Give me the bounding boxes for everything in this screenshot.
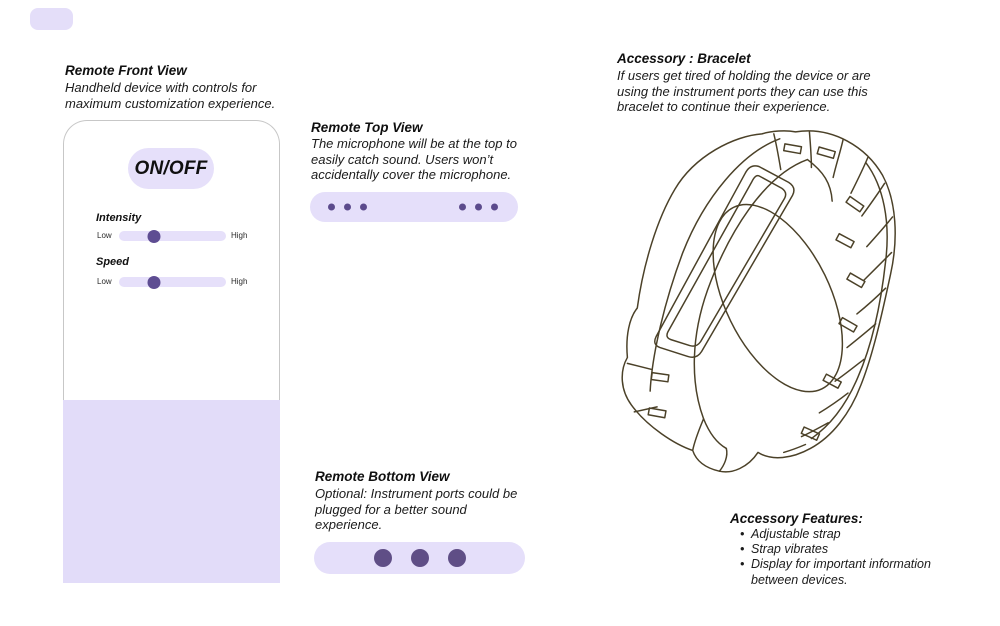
bottom-view-description: Optional: Instrument ports could be plug… [315,486,518,533]
list-item: • Strap vibrates [740,542,955,557]
bottom-view-title: Remote Bottom View [315,469,450,484]
bullet-icon: • [740,527,745,541]
clasp-rects [647,143,866,441]
intensity-max-label: High [231,231,248,240]
microphone-dot-group-right [459,203,498,211]
front-view-description: Handheld device with controls for maximu… [65,80,276,111]
front-view-title: Remote Front View [65,63,187,78]
dot [411,549,429,567]
dot [344,203,351,211]
dot [475,203,482,211]
bullet-icon: • [740,542,745,557]
dot [448,549,466,567]
instrument-port-group [374,549,466,567]
remote-top-view-illustration [310,192,518,222]
feature-text: Adjustable strap [751,527,841,541]
top-view-title: Remote Top View [311,120,423,135]
intensity-slider-thumb[interactable] [147,229,161,243]
dot [328,203,335,211]
bullet-icon: • [740,557,745,572]
accessory-features-title: Accessory Features: [730,511,863,526]
list-item: • Adjustable strap [740,527,955,542]
speed-min-label: Low [97,277,112,286]
intensity-slider-track[interactable] [119,229,226,243]
device-body: ON/OFF Intensity Low High Speed Low High [63,120,280,400]
accessory-features-list: • Adjustable strap • Strap vibrates • Di… [740,527,955,588]
speed-slider-track[interactable] [119,275,226,289]
brand-chip [30,8,73,30]
accessory-title: Accessory : Bracelet [617,51,751,66]
bracelet-sketch [621,130,896,473]
dot [459,203,466,211]
dot [491,203,498,211]
top-view-description: The microphone will be at the top to eas… [311,136,517,183]
intensity-label: Intensity [96,212,142,224]
dot [360,203,367,211]
speed-slider-thumb[interactable] [147,275,161,289]
dot [374,549,392,567]
intensity-min-label: Low [97,231,112,240]
speed-label: Speed [96,256,130,268]
remote-bottom-view-illustration [314,542,525,574]
accessory-description: If users get tired of holding the device… [617,68,871,115]
power-button[interactable]: ON/OFF [128,148,214,189]
remote-front-view-device: ON/OFF Intensity Low High Speed Low High [63,120,280,583]
feature-text: Display for important information betwee… [751,557,931,587]
device-grip-area [63,400,280,583]
microphone-dot-group-left [328,203,367,211]
list-item: • Display for important information betw… [740,557,955,587]
speed-max-label: High [231,277,248,286]
feature-text: Strap vibrates [751,542,829,557]
